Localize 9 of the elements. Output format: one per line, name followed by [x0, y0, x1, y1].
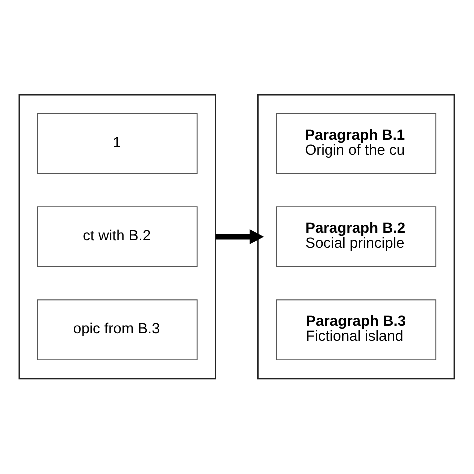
- node-box: ct with B.2: [37, 206, 198, 268]
- node-box: opic from B.3: [37, 300, 198, 360]
- node-box: Paragraph B.2 Social principle: [276, 206, 437, 268]
- node-box: Paragraph B.1 Origin of the cu: [276, 114, 437, 174]
- node-box: 1: [37, 114, 198, 174]
- cluster: [258, 94, 456, 380]
- cluster: [18, 94, 216, 380]
- arrow: [216, 230, 264, 244]
- node-box: Paragraph B.3 Fictional island: [276, 300, 437, 360]
